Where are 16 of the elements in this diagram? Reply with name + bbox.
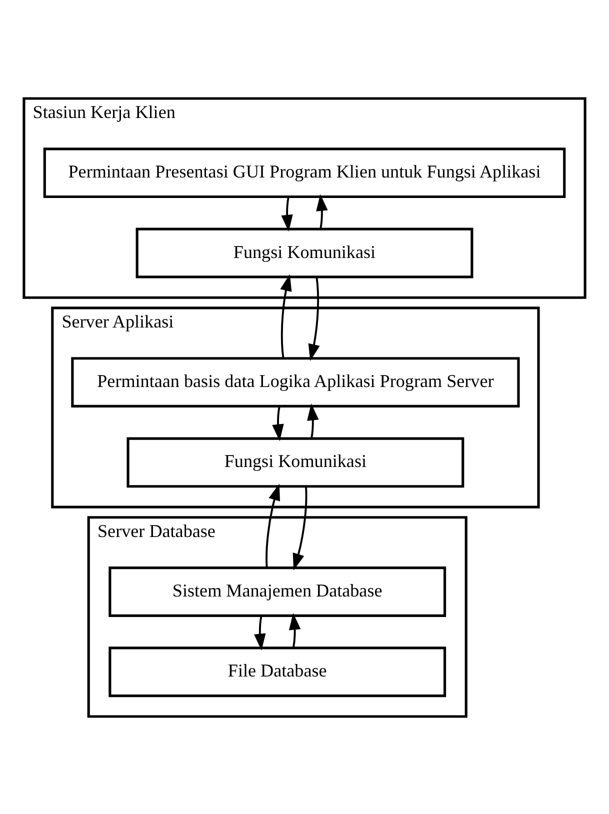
arrow	[308, 276, 320, 360]
node-box: Permintaan basis data Logika Aplikasi Program Server	[71, 356, 520, 407]
arrow	[266, 483, 280, 568]
node-box: Fungsi Komunikasi	[136, 227, 474, 278]
arrow	[254, 615, 266, 650]
arrow	[272, 406, 284, 441]
arrow	[281, 196, 293, 232]
arrow	[292, 486, 308, 570]
arrow	[307, 403, 319, 438]
arrow	[316, 194, 328, 228]
arrow	[288, 612, 301, 648]
node-box: Permintaan Presentasi GUI Program Klien untuk Fungsi Aplikasi	[43, 147, 566, 198]
arrow	[280, 274, 292, 358]
node-box: Sistem Manajemen Database	[108, 566, 446, 616]
node-box: File Database	[108, 646, 446, 697]
node-box: Fungsi Komunikasi	[126, 436, 464, 488]
